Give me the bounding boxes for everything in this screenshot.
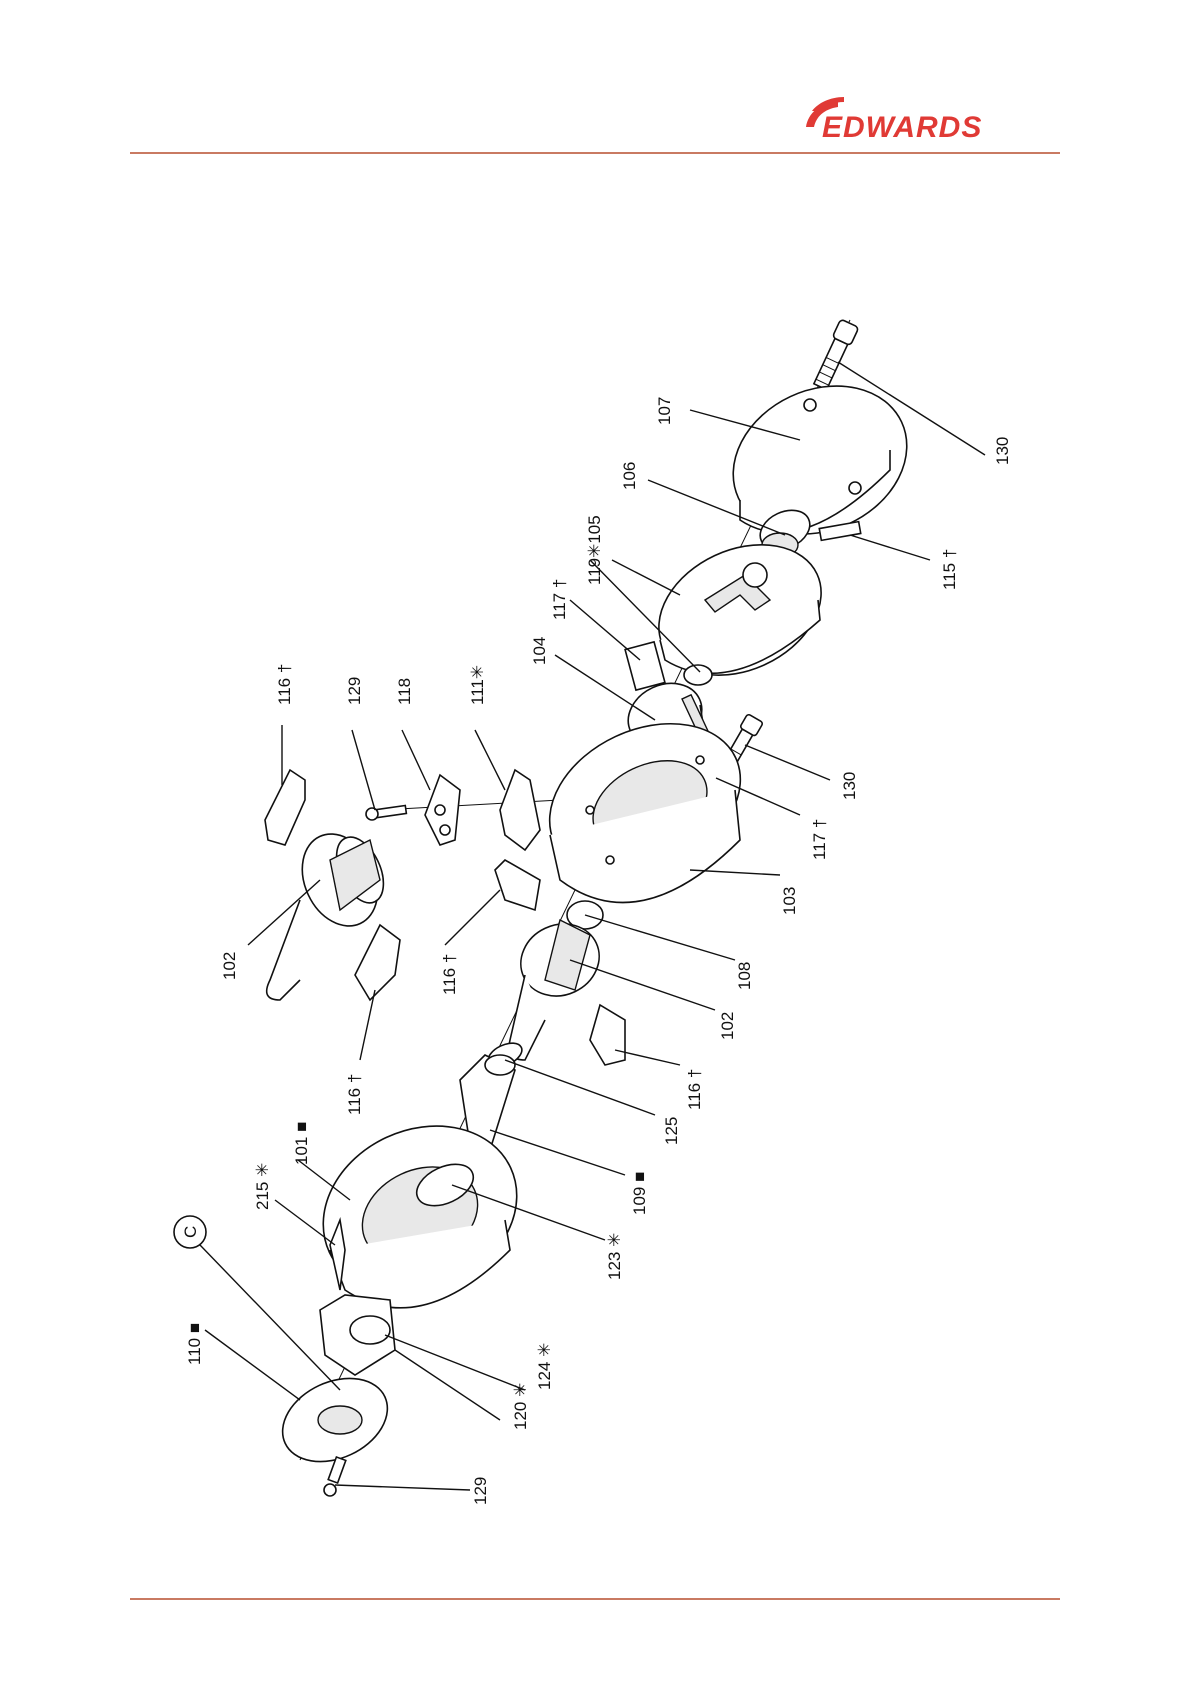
part-116-vane-a: [265, 770, 305, 845]
label-119-105: 119✳105: [585, 515, 604, 585]
label-109: 109 ■: [630, 1172, 649, 1215]
label-103: 103: [780, 887, 799, 915]
label-123: 123 ✳: [605, 1233, 624, 1280]
part-117-vane-top: [625, 642, 665, 690]
label-110: 110 ■: [185, 1323, 204, 1365]
label-101: 101 ■: [292, 1122, 311, 1165]
label-118: 118: [395, 678, 414, 705]
label-215: 215 ✳: [253, 1163, 272, 1210]
part-119-small-coupling: [684, 665, 712, 685]
label-116-top: 116 †: [275, 664, 294, 705]
label-124: 124 ✳: [535, 1343, 554, 1390]
label-129-bottom: 129: [471, 1477, 490, 1505]
label-116-mid: 116 †: [440, 954, 459, 995]
label-104: 104: [530, 637, 549, 665]
label-106: 106: [620, 462, 639, 490]
label-117-bottom: 117 †: [810, 819, 829, 860]
label-125: 125: [662, 1117, 681, 1145]
label-117-top: 117 †: [550, 579, 569, 620]
label-102-top: 102: [220, 952, 239, 980]
part-116-vane-d: [590, 1005, 625, 1065]
part-129-screw-b: [324, 1457, 346, 1496]
part-105-end-plate: [638, 520, 843, 701]
part-116-vane-b: [495, 860, 540, 910]
label-116-lower: 116 †: [345, 1074, 364, 1115]
label-129-top: 129: [345, 677, 364, 705]
part-130-screw-top: [811, 319, 859, 391]
label-130-mid: 130: [840, 772, 859, 800]
label-108: 108: [735, 962, 754, 990]
part-101-housing: [296, 1095, 545, 1325]
part-116-vane-c: [355, 925, 400, 1000]
label-107: 107: [655, 397, 674, 425]
part-103-stator-body: [525, 694, 765, 905]
label-circlip: C: [181, 1226, 200, 1238]
label-115: 115 †: [940, 549, 959, 590]
part-111-plate: [500, 770, 540, 850]
part-118-plate: [425, 775, 460, 845]
part-129-screw-a: [366, 806, 406, 820]
label-130-top: 130: [993, 437, 1012, 465]
label-102-center: 102: [718, 1012, 737, 1040]
label-116-right: 116 †: [685, 1069, 704, 1110]
label-111: 111✳: [468, 665, 487, 705]
label-120: 120 ✳: [511, 1383, 530, 1430]
part-124-seal: [350, 1316, 390, 1344]
